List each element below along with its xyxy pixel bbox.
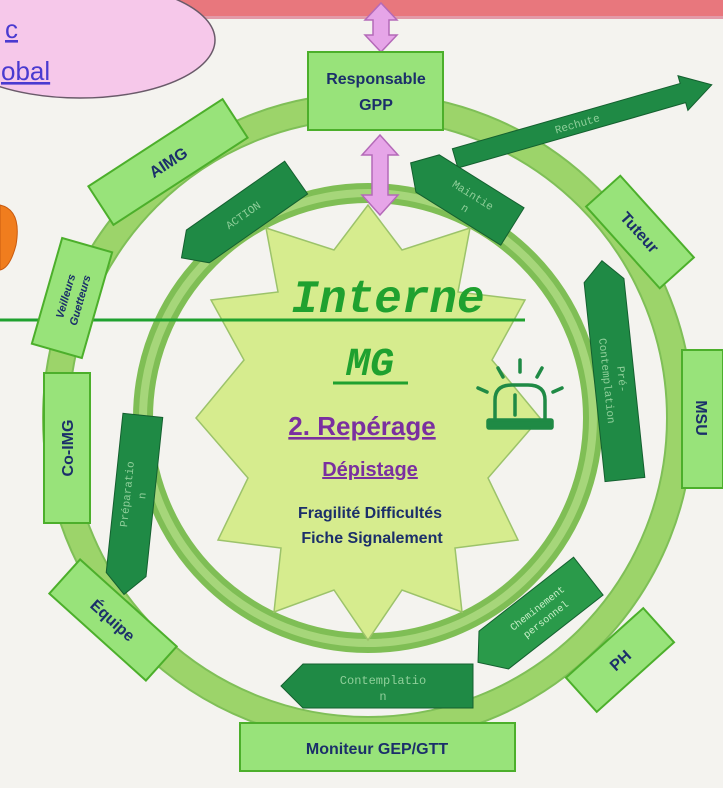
preparation-line2: n bbox=[137, 492, 150, 500]
title-interne: Interne bbox=[291, 274, 484, 326]
box-responsable-gpp: Responsable GPP bbox=[307, 51, 444, 131]
responsable-line1: Responsable bbox=[326, 71, 426, 88]
moniteur-label: Moniteur GEP/GTT bbox=[306, 741, 448, 758]
box-co-img: Co-IMG bbox=[43, 372, 91, 524]
title-mg: MG bbox=[345, 343, 394, 388]
box-aimg: AIMG bbox=[86, 97, 250, 227]
co-img-label: Co-IMG bbox=[60, 420, 77, 477]
msu-label: MSU bbox=[692, 400, 709, 436]
box-veilleurs: Veilleurs Guetteurs bbox=[30, 236, 114, 360]
responsable-line2: GPP bbox=[359, 97, 393, 114]
contemplation-line2: n bbox=[379, 690, 386, 704]
box-msu: MSU bbox=[681, 349, 723, 489]
box-moniteur: Moniteur GEP/GTT bbox=[239, 722, 516, 772]
top-left-bubble bbox=[0, 0, 216, 99]
siren-alarm-icon bbox=[476, 358, 564, 430]
top-banner-edge bbox=[0, 16, 723, 19]
step-label: 2. Repérage bbox=[288, 411, 435, 441]
bubble-text-line1: c bbox=[5, 14, 18, 44]
center-star bbox=[195, 203, 541, 642]
box-ph: PH bbox=[564, 606, 676, 714]
depistage-label: Dépistage bbox=[322, 459, 418, 481]
orange-shape bbox=[0, 204, 18, 271]
arrow-action: ACTION bbox=[180, 160, 309, 264]
center-line-1: Fragilité Difficultés bbox=[298, 505, 442, 522]
center-line-2: Fiche Signalement bbox=[301, 530, 443, 547]
arrow-maintien: Maintie n bbox=[410, 154, 525, 246]
contemplation-line1: Contemplatio bbox=[340, 674, 426, 688]
arrow-preparation: Préparatio n bbox=[105, 412, 164, 596]
double-arrow-center bbox=[360, 133, 400, 217]
pre-line1: Pré- bbox=[613, 366, 628, 394]
arrow-contemplation: Contemplatio n bbox=[280, 663, 474, 709]
arrow-pre-contemplation: Pré- Contemplation bbox=[583, 259, 646, 483]
bubble-text-line2: obal bbox=[1, 56, 50, 86]
maintien-line2: n bbox=[458, 202, 470, 216]
box-tuteur: Tuteur bbox=[584, 174, 696, 290]
